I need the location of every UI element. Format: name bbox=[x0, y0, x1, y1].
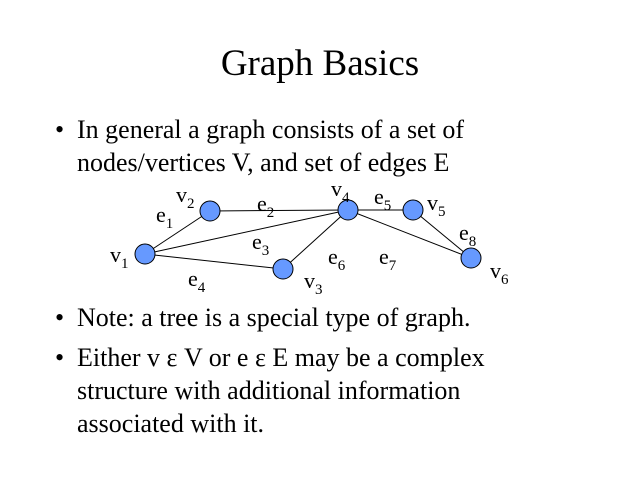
node-label-v1: v1 bbox=[110, 242, 129, 272]
node-v3 bbox=[272, 258, 294, 280]
node-v6 bbox=[460, 247, 482, 269]
node-v4 bbox=[337, 199, 359, 221]
edge-label-e3: e3 bbox=[252, 229, 269, 259]
bullet-icon: • bbox=[55, 343, 65, 372]
edge-label-e6: e6 bbox=[328, 244, 346, 274]
bullet-2-line-1: Note: a tree is a special type of graph. bbox=[77, 303, 471, 332]
node-label-v5: v5 bbox=[427, 190, 446, 220]
edge-label-e4: e4 bbox=[188, 266, 206, 296]
node-v2 bbox=[199, 200, 221, 222]
bullet-3-line-2: structure with additional information bbox=[77, 376, 461, 405]
node-label-v4: v4 bbox=[331, 176, 350, 206]
node-v1 bbox=[134, 243, 156, 265]
edge-e3 bbox=[144, 209, 349, 255]
bullet-3-line-1: Either v ε V or e ε E may be a complex bbox=[77, 343, 485, 372]
edge-label-e1: e1 bbox=[156, 202, 173, 232]
bullet-1-line-1: In general a graph consists of a set of bbox=[77, 115, 464, 144]
edge-label-e2: e2 bbox=[257, 191, 274, 221]
node-v5 bbox=[402, 199, 424, 221]
edge-e7 bbox=[347, 209, 472, 259]
edge-e1 bbox=[144, 210, 211, 255]
node-label-v6: v6 bbox=[490, 258, 509, 288]
edge-e2 bbox=[209, 209, 349, 212]
bullet-1-line-2: nodes/vertices V, and set of edges E bbox=[77, 148, 450, 177]
node-label-v2: v2 bbox=[176, 182, 195, 212]
bullet-icon: • bbox=[55, 115, 65, 144]
edge-label-e8: e8 bbox=[459, 220, 476, 250]
edge-e6 bbox=[282, 209, 349, 270]
bullet-3-line-3: associated with it. bbox=[77, 409, 265, 438]
edge-label-e7: e7 bbox=[379, 244, 397, 274]
edge-e4 bbox=[144, 253, 284, 270]
node-label-v3: v3 bbox=[304, 268, 323, 298]
slide-title: Graph Basics bbox=[220, 43, 420, 84]
bullet-icon: • bbox=[55, 303, 65, 332]
edge-label-e5: e5 bbox=[374, 184, 391, 214]
edge-e8 bbox=[412, 209, 472, 259]
